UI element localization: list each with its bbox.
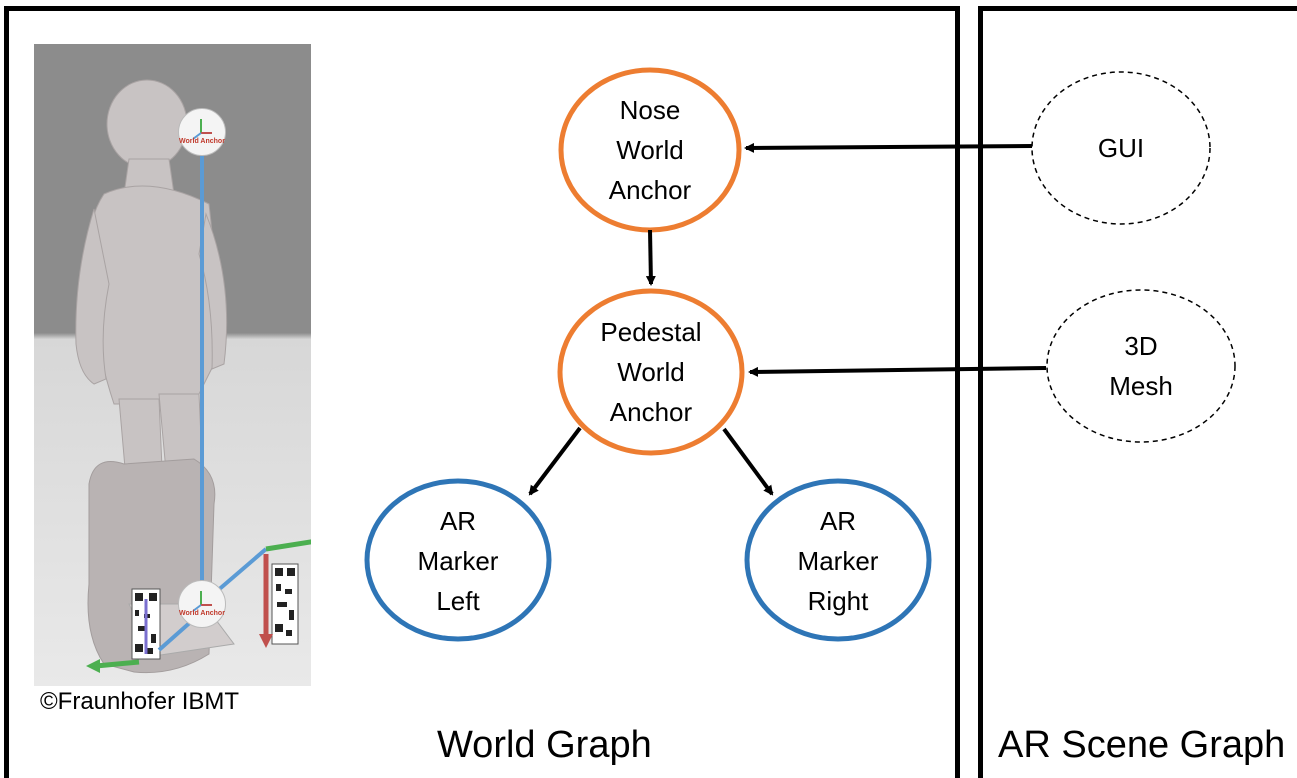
gui-node — [1031, 71, 1211, 225]
3d-mesh-label: 3D Mesh — [1109, 331, 1173, 401]
ar-marker-left-node — [364, 478, 552, 642]
badge-top-label: World Anchor — [179, 138, 225, 145]
world-graph-title: World Graph — [437, 724, 652, 766]
edge-pedestal-to-right — [722, 427, 774, 496]
statue-illustration — [75, 79, 311, 674]
world-anchor-badge-top: World Anchor — [178, 108, 226, 156]
ar-marker-left-label: AR Marker Left — [417, 506, 499, 616]
qr-code-right — [271, 563, 299, 645]
pedestal-world-anchor-node — [557, 288, 745, 456]
axis-icon — [192, 119, 212, 140]
axis-icon — [192, 591, 212, 612]
edge-pedestal-to-left — [528, 426, 582, 496]
nose-world-anchor-label: Nose World Anchor — [608, 95, 692, 205]
statue-photo: World Anchor World Anchor — [34, 44, 311, 686]
ar-marker-right-node — [744, 478, 932, 642]
pedestal-world-anchor-label: Pedestal World Anchor — [600, 317, 702, 427]
photo-copyright: ©Fraunhofer IBMT — [40, 688, 240, 715]
gui-label: GUI — [1097, 133, 1145, 163]
3d-mesh-node — [1046, 289, 1236, 443]
world-anchor-badge-bottom: World Anchor — [178, 580, 226, 628]
edge-nose-to-pedestal — [645, 229, 656, 286]
edge-gui-to-nose — [744, 142, 1033, 153]
ar-marker-right-label: AR Marker Right — [797, 506, 879, 616]
edge-mesh-to-pedestal — [748, 366, 1047, 377]
ar-scene-graph-title: AR Scene Graph — [998, 724, 1286, 766]
badge-bottom-label: World Anchor — [179, 610, 225, 617]
